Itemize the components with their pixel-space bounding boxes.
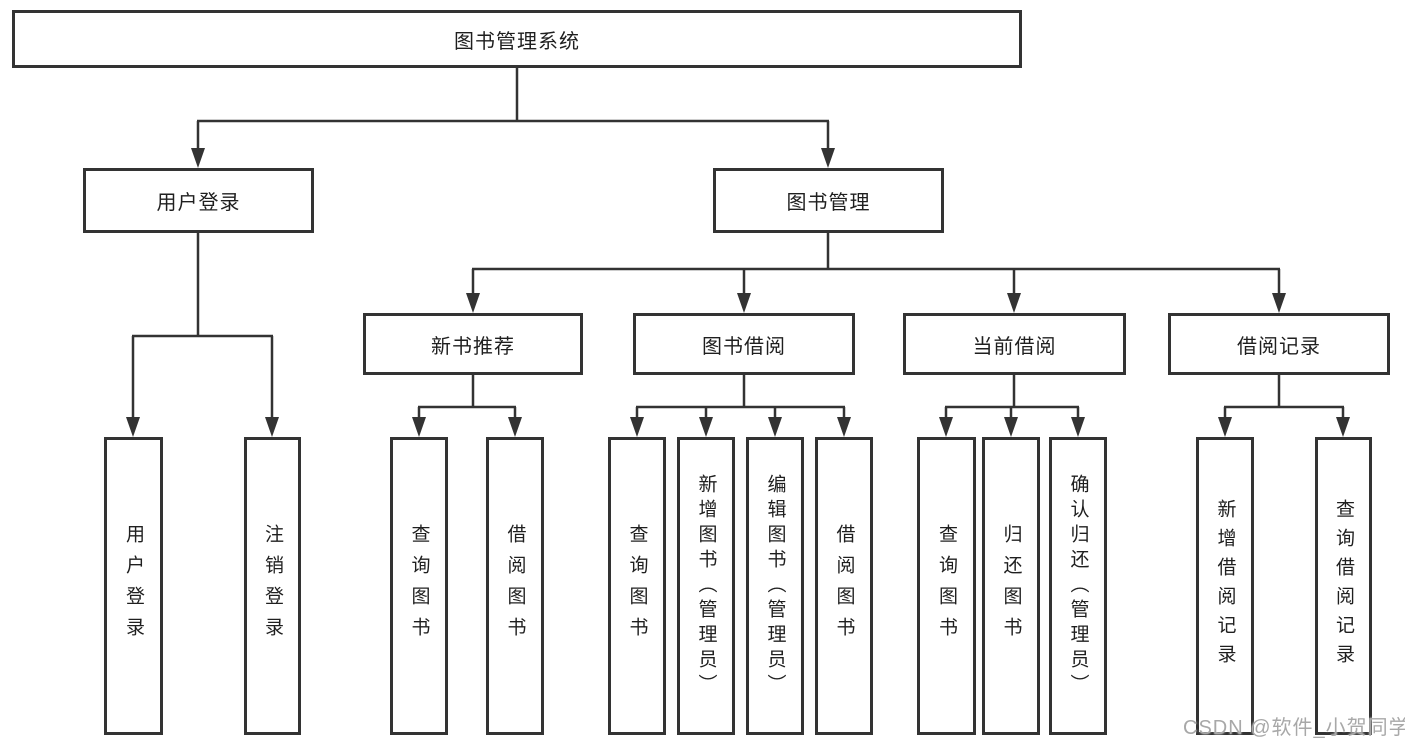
leaf-query-borrow-record: 查询借阅记录 (1315, 437, 1372, 735)
leaf-logout: 注销登录 (244, 437, 301, 735)
node-borrow-records: 借阅记录 (1168, 313, 1390, 375)
node-book-borrow: 图书借阅 (633, 313, 855, 375)
leaf-confirm-return-admin: 确认归还（管理员） (1049, 437, 1107, 735)
leaf-add-borrow-record: 新增借阅记录 (1196, 437, 1254, 735)
leaf-query-books-borrow: 查询图书 (608, 437, 666, 735)
leaf-query-books-recommend: 查询图书 (390, 437, 448, 735)
arrowhead (508, 417, 522, 437)
arrowhead (1218, 417, 1232, 437)
arrowhead (821, 148, 835, 168)
arrowhead (1071, 417, 1085, 437)
node-library-system: 图书管理系统 (12, 10, 1022, 68)
arrowhead (1272, 293, 1286, 313)
leaf-add-book-admin: 新增图书（管理员） (677, 437, 735, 735)
node-new-book-recommend: 新书推荐 (363, 313, 583, 375)
arrowhead (265, 417, 279, 437)
arrowhead (1336, 417, 1350, 437)
leaf-edit-book-admin: 编辑图书（管理员） (746, 437, 804, 735)
arrowhead (939, 417, 953, 437)
arrowhead (1007, 293, 1021, 313)
arrowhead (191, 148, 205, 168)
leaf-return-book: 归还图书 (982, 437, 1040, 735)
arrowhead (412, 417, 426, 437)
watermark: CSDN @软件_小贺同学 (1183, 717, 1405, 739)
arrowhead (768, 417, 782, 437)
leaf-borrow-books-borrow: 借阅图书 (815, 437, 873, 735)
arrowhead (630, 417, 644, 437)
leaf-query-books-current: 查询图书 (917, 437, 976, 735)
node-current-borrow: 当前借阅 (903, 313, 1126, 375)
arrowhead (1004, 417, 1018, 437)
node-book-management: 图书管理 (713, 168, 944, 233)
arrowhead (699, 417, 713, 437)
arrowhead (837, 417, 851, 437)
leaf-user-login: 用户登录 (104, 437, 163, 735)
node-user-login: 用户登录 (83, 168, 314, 233)
leaf-borrow-books-recommend: 借阅图书 (486, 437, 544, 735)
arrowhead (466, 293, 480, 313)
arrowhead (126, 417, 140, 437)
arrowhead (737, 293, 751, 313)
